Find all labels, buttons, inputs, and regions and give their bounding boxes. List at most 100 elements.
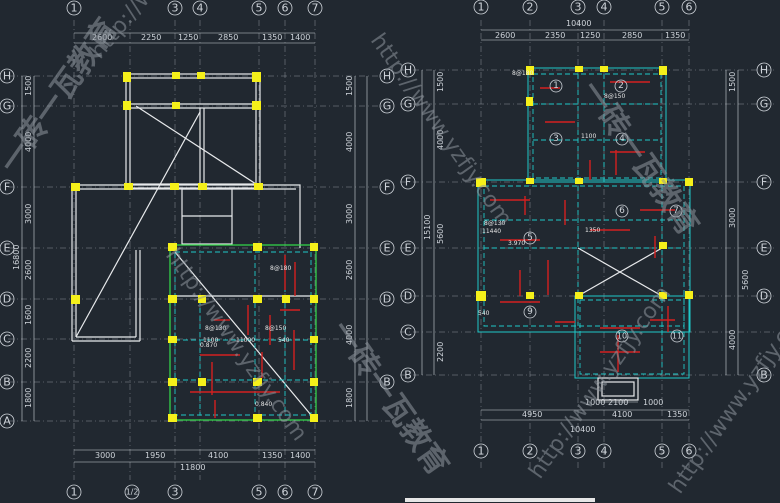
column xyxy=(310,378,318,386)
right-plan: 1 2 3 4 5 6 7 9 10 11 11440 3.970 1350 1… xyxy=(400,19,775,470)
right-top-dim: 1250 xyxy=(580,31,600,40)
left-plan: 2600 2250 1250 2850 1350 1400 3000 1950 … xyxy=(8,20,390,480)
svg-text:D: D xyxy=(383,293,391,306)
left-side-dim: 1600 xyxy=(24,305,33,325)
svg-text:H: H xyxy=(383,70,391,83)
svg-text:B: B xyxy=(3,376,11,389)
axis-label: 7 xyxy=(312,2,319,15)
svg-text:H: H xyxy=(3,70,11,83)
right-bottom-dim: 4100 xyxy=(612,410,632,419)
right-left-total: 15100 xyxy=(423,215,432,240)
left-right-dim: 3000 xyxy=(345,204,354,224)
svg-text:5: 5 xyxy=(659,445,666,458)
slab-id: 3 xyxy=(553,134,559,144)
right-dimension-lines xyxy=(421,29,739,421)
right-right-dim: 4000 xyxy=(728,330,737,350)
left-bottom-dim: 3000 xyxy=(95,451,115,460)
axis-label: 3 xyxy=(172,2,179,15)
column xyxy=(170,183,179,190)
svg-text:C: C xyxy=(404,326,412,339)
column xyxy=(198,183,207,190)
left-side-dim: 1800 xyxy=(24,388,33,408)
left-side-dim: 1500 xyxy=(24,76,33,96)
right-bottom-sub: 2100 xyxy=(608,398,628,407)
svg-text:E: E xyxy=(761,242,768,255)
left-bottom-dim: 1350 xyxy=(262,451,282,460)
right-bottom-total: 10400 xyxy=(570,425,595,434)
left-right-dim: 2600 xyxy=(345,260,354,280)
column xyxy=(198,295,206,303)
column xyxy=(310,414,318,422)
left-right-dim: 4000 xyxy=(345,132,354,152)
column xyxy=(71,183,80,191)
column xyxy=(252,101,261,110)
slab-id: 7 xyxy=(673,206,679,216)
column xyxy=(168,336,177,343)
left-row-axis-markers-right: H G F E D B xyxy=(379,68,395,390)
left-bottom-axis-markers: 1 1/2 3 5 6 7 xyxy=(66,484,323,500)
svg-text:5: 5 xyxy=(659,1,666,14)
svg-text:D: D xyxy=(760,290,768,303)
column xyxy=(310,336,318,343)
column xyxy=(71,295,80,304)
column xyxy=(253,243,262,251)
column xyxy=(124,183,133,190)
column xyxy=(198,378,206,386)
axis-label: 6 xyxy=(282,486,289,499)
right-top-dim: 2350 xyxy=(545,31,565,40)
slab-label: 8@180 xyxy=(270,265,291,272)
right-right-dim: 1500 xyxy=(728,72,737,92)
svg-text:B: B xyxy=(383,376,391,389)
left-slab-lines xyxy=(175,255,311,415)
svg-text:D: D xyxy=(404,290,412,303)
watermark-url: http://www.yzfjy.com xyxy=(365,29,517,231)
right-top-total: 10400 xyxy=(566,19,591,28)
slab-id: 9 xyxy=(527,307,533,317)
column xyxy=(168,295,177,303)
axis-label: 3 xyxy=(172,486,179,499)
left-side-total: 16800 xyxy=(12,245,21,270)
right-row-axis-markers-right: H G F E D B xyxy=(756,62,772,383)
axis-label: 5 xyxy=(256,486,263,499)
svg-text:3: 3 xyxy=(575,445,582,458)
left-top-dim: 1250 xyxy=(178,33,198,42)
left-top-dim: 1400 xyxy=(290,33,310,42)
svg-text:G: G xyxy=(760,98,769,111)
left-top-dim: 2850 xyxy=(218,33,238,42)
left-grid-horizontal xyxy=(8,75,390,422)
left-bottom-dim: 1950 xyxy=(145,451,165,460)
slab-id: 4 xyxy=(619,134,625,144)
left-side-dim: 3000 xyxy=(24,204,33,224)
left-columns xyxy=(71,72,318,422)
right-slab-ids: 1 2 3 4 5 6 7 9 10 11 xyxy=(523,79,684,343)
svg-text:A: A xyxy=(3,415,11,428)
svg-text:D: D xyxy=(3,293,11,306)
slab-label: 11440 xyxy=(482,228,501,235)
column xyxy=(197,72,205,79)
slab-id: 2 xyxy=(618,81,624,91)
left-top-dim: 2600 xyxy=(92,33,112,42)
svg-text:1: 1 xyxy=(478,445,485,458)
slab-label: 3.970 xyxy=(508,240,525,247)
svg-text:2: 2 xyxy=(527,445,534,458)
left-right-dim: 1500 xyxy=(345,76,354,96)
right-slab-outlines xyxy=(477,67,691,401)
right-left-dim: 1500 xyxy=(436,72,445,92)
right-bottom-sub: 1000 xyxy=(643,398,663,407)
slab-id: 5 xyxy=(527,233,533,243)
watermark-url: http://www.yzfjy.com xyxy=(160,244,312,446)
svg-text:4: 4 xyxy=(601,1,608,14)
slab-label: 1100 xyxy=(581,133,596,140)
svg-text:B: B xyxy=(760,369,768,382)
slab-label: 8@150 xyxy=(604,93,625,100)
slab-label: 540 xyxy=(478,310,490,317)
left-bottom-total: 11800 xyxy=(180,463,205,472)
left-side-dim: 2200 xyxy=(24,348,33,368)
svg-text:B: B xyxy=(404,369,412,382)
svg-text:6: 6 xyxy=(686,445,693,458)
svg-text:G: G xyxy=(3,100,12,113)
slab-label: 11000 xyxy=(236,337,255,344)
svg-text:H: H xyxy=(404,64,412,77)
right-top-axis-markers: 1 2 3 4 5 6 xyxy=(473,0,697,15)
watermark-url: http://www.yzfjy.com xyxy=(664,297,780,499)
